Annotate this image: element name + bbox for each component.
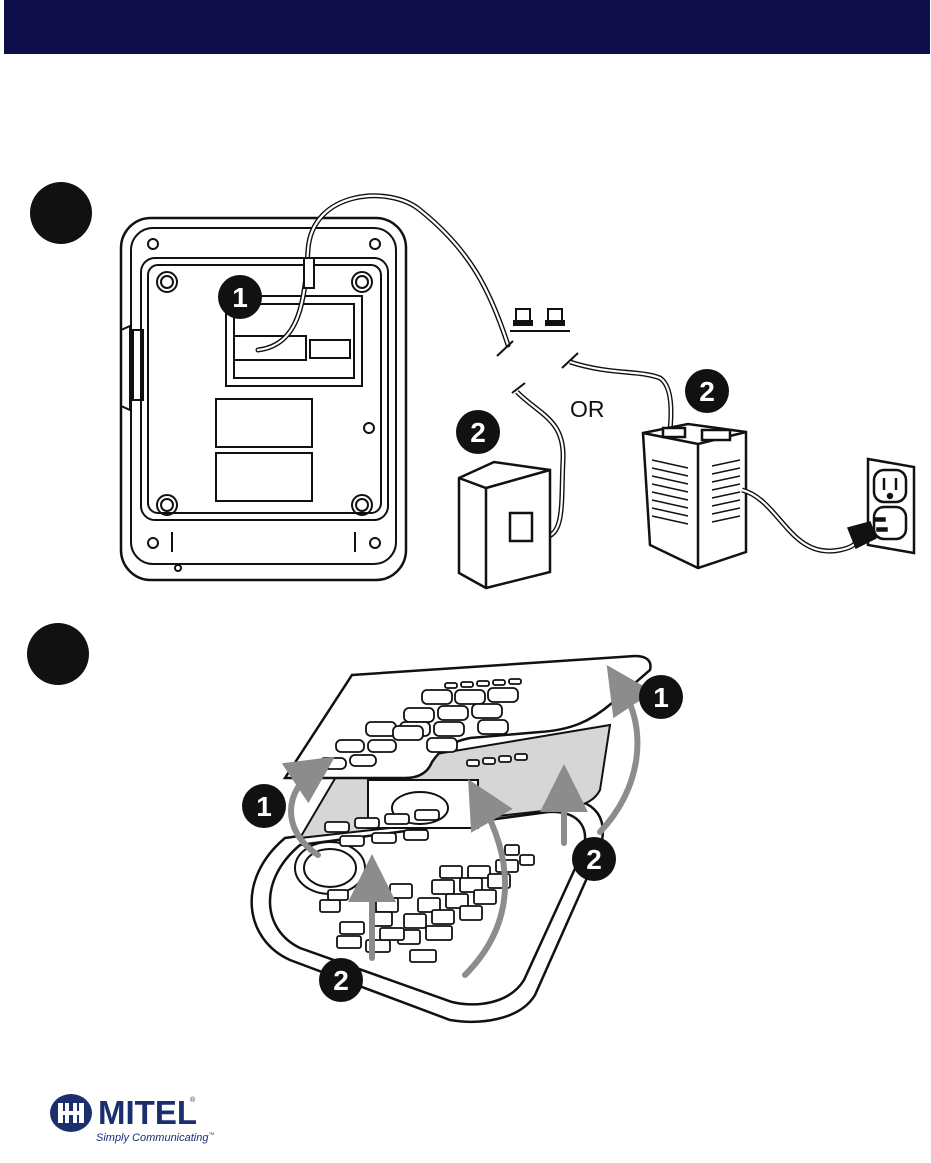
badge-injector-2: 2 <box>685 369 729 413</box>
svg-text:1: 1 <box>653 682 669 713</box>
badge-card-2-bottom: 2 <box>319 958 363 1002</box>
mitel-logo-icon <box>49 1093 93 1133</box>
mitel-logo: MITEL ® Simply Communicating™ <box>49 1093 209 1149</box>
svg-text:2: 2 <box>470 417 486 448</box>
badge-card-2-right: 2 <box>572 837 616 881</box>
badge-overlay-1-right: 1 <box>639 675 683 719</box>
svg-text:2: 2 <box>699 376 715 407</box>
phone-back-illustration <box>121 218 406 580</box>
badge-overlay-1-left: 1 <box>242 784 286 828</box>
power-injector-box <box>643 424 746 568</box>
badge-adapter-2: 2 <box>456 410 500 454</box>
mitel-wordmark: MITEL <box>98 1093 197 1133</box>
power-adapter-box <box>459 462 550 588</box>
network-icon <box>510 309 570 331</box>
svg-text:2: 2 <box>333 965 349 996</box>
mitel-tagline: Simply Communicating™ <box>96 1132 214 1144</box>
svg-text:1: 1 <box>256 791 272 822</box>
badge-phone-1: 1 <box>218 275 262 319</box>
mitel-trademark: ® <box>190 1097 195 1104</box>
svg-text:2: 2 <box>586 844 602 875</box>
svg-text:1: 1 <box>232 282 248 313</box>
or-label: OR <box>570 396 605 422</box>
